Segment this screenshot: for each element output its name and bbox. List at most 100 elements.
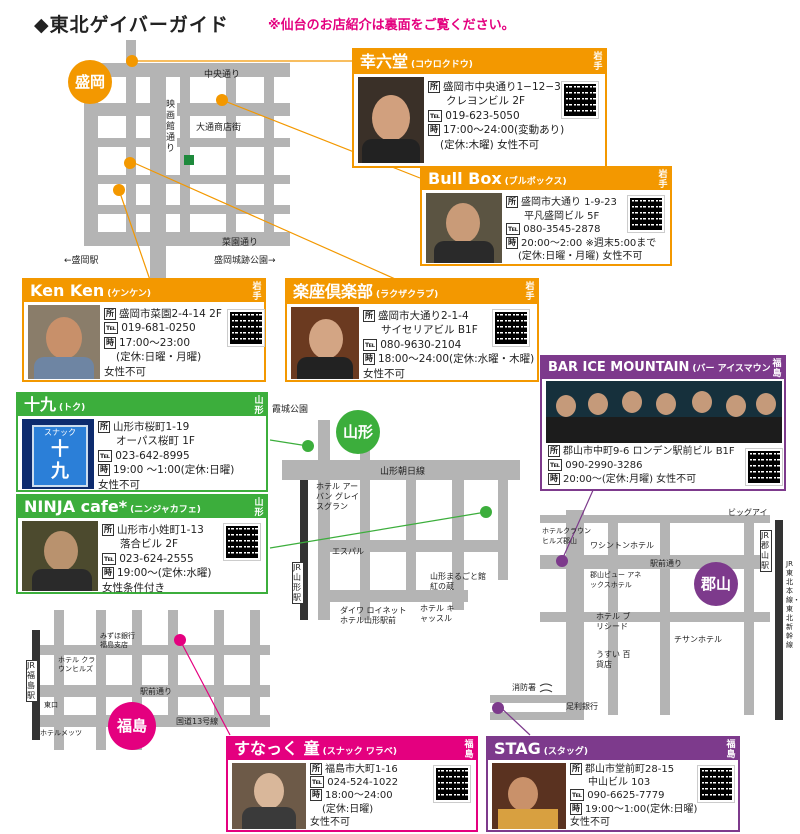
shop-card-ninja: NINJA cafe*(ニンジャカフェ) 山形 所山形市小姓町1-13 落合ビル… [16,494,268,594]
shop-photo [232,763,306,829]
city-badge-fukushima: 福島 [108,702,156,750]
shop-address-2: 落合ビル 2F [120,538,179,551]
shop-kana: (スナック ワラベ) [322,747,397,757]
shop-note: 女性条件付き [102,581,165,594]
shop-name: 十九 [24,395,57,414]
shop-photo [28,305,100,379]
shop-name: Bull Box [428,169,502,188]
shop-header: STAG(スタッグ) [488,738,738,760]
label-shobo: 消防署 [512,683,536,692]
shop-name: すなっく 童 [234,739,320,758]
shop-tel: 090-2990-3286 [565,460,643,471]
shop-header: 十九(トク) [18,394,266,416]
label-jr-koriyama: JR郡山駅 [760,530,772,572]
road-odori: 大通商店街 [196,123,242,133]
shop-photo [546,381,782,443]
shop-name: NINJA cafe* [24,497,128,516]
page-title: ◆東北ゲイバーガイド [34,14,229,36]
qr-code [492,309,530,347]
shop-photo [22,521,98,591]
label-hotel-crown: ホテル クラウンヒルズ [58,656,96,673]
shop-hours: 18:00〜24:00 [325,790,393,802]
shop-hours: 17:00〜23:00 [119,336,191,349]
pref-tag: 福島 [724,738,738,760]
qr-code [227,309,265,347]
shop-kana: (ブルボックス) [504,177,567,187]
road-ekimae-koriyama: 駅前通り [650,559,682,568]
shop-address: 盛岡市中央通り1−12−3 [443,81,561,93]
shop-hours-2: (定休:日曜) [322,803,374,815]
label-kasumi: 霞城公園 [272,405,309,415]
shop-name: STAG [494,739,541,758]
city-badge-yamagata: 山形 [336,410,380,454]
shop-tel: 019-623-5050 [445,109,520,122]
pref-tag: 山形 [252,496,266,518]
qr-code [433,765,471,803]
pref-tag: 岩手 [250,280,264,302]
shop-hours: 20:00〜2:00 ※週末5:00まで [521,237,657,249]
pref-tag: 福島 [770,357,784,379]
label-mizuho: みずほ銀行 福島支店 [100,632,135,649]
shop-card-icemountain: BAR ICE MOUNTAIN(バー アイスマウンテン) 福島 所郡山市中町9… [540,355,786,491]
header-note: ※仙台のお店紹介は裏面をご覧ください。 [268,18,515,33]
shop-address: 福島市大町1-16 [325,764,398,775]
shop-photo [426,193,502,263]
shop-header: NINJA cafe*(ニンジャカフェ) [18,496,266,518]
shop-address-2: サイセリアビル B1F [381,324,478,337]
qr-code [627,195,665,233]
city-badge-morioka: 盛岡 [68,60,112,104]
shop-hours: 20:00〜(定休:月曜) 女性不可 [563,474,697,485]
pref-tag: 山形 [252,394,266,416]
label-big-i: ビッグアイ [728,508,768,517]
pref-tag: 岩手 [656,168,670,190]
qr-code [561,81,599,119]
shop-hours: 19:00 〜1:00(定休:日曜) [113,464,235,477]
label-hotel-urban: ホテル アーバン グレイスグラン [316,482,359,511]
shop-name: Ken Ken [30,281,105,300]
shop-address: 郡山市中町9-6 ロンデン駅前ビル B1F [563,446,735,457]
shop-tel: 024-524-1022 [327,777,399,789]
label-hotel-mets: ホテルメッツ [40,729,82,737]
shop-kana: (ニンジャカフェ) [130,505,201,515]
shop-kana: (トク) [59,403,86,413]
shop-header: すなっく 童(スナック ワラベ) [228,738,476,760]
shop-header: Ken Ken(ケンケン) [24,280,264,302]
shop-hours: 17:00〜24:00(変動あり) [443,124,565,137]
qr-code [223,523,261,561]
shop-name: 楽座倶楽部 [293,282,374,301]
road-route13: 国道13号線 [176,717,219,726]
road-asahi: 山形朝日線 [380,467,426,477]
shop-hours-2: (定休:日曜・月曜) 女性不可 [518,251,643,262]
road-saien: 菜園通り [222,238,259,248]
pref-tag: 岩手 [523,280,537,302]
label-brisede: ホテル ブリシード [596,612,631,631]
road-ekimae-fukushima: 駅前通り [140,687,172,696]
shop-hours-2: (定休:日曜・月曜) [116,351,202,364]
shop-address: 盛岡市菜園2-4-14 2F [119,308,222,320]
label-esupal: エスパル [332,547,364,556]
shop-card-bullbox: Bull Box(ブルボックス) 岩手 所盛岡市大通り 1-9-23 平凡盛岡ビ… [420,166,672,266]
shop-photo [492,763,566,829]
label-jr-lines: JR東北本線・東北新幹線 [786,560,800,649]
shop-header: 幸六堂(コウロクドウ) [354,50,605,74]
shop-note: 女性不可 [363,367,405,380]
shop-note: 女性不可 [570,816,610,828]
shop-header: BAR ICE MOUNTAIN(バー アイスマウンテン) [542,357,784,379]
shop-card-toku: 十九(トク) 山形 スナック 十九 所山形市桜町1-19 オーパス桜町 1F ℡… [16,392,268,492]
direction-station: ←盛岡駅 [64,256,99,266]
sign-top: スナック [44,428,76,437]
label-chisun: チサンホテル [674,635,722,644]
shop-hours: 19:00〜(定休:水曜) [117,567,212,580]
shop-address: 山形市小姓町1-13 [117,524,204,536]
sign-main: 十九 [51,439,69,482]
